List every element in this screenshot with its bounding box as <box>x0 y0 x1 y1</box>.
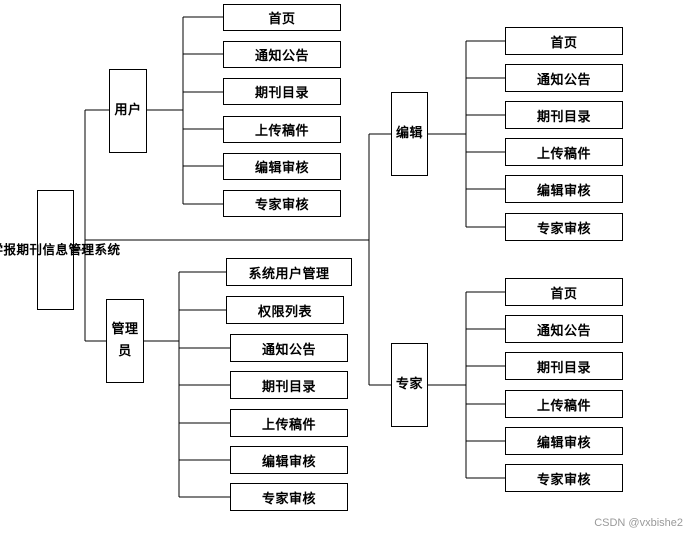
admin-item-user-mgmt: 系统用户管理 <box>226 258 352 286</box>
expert-item-notice: 通知公告 <box>505 315 623 343</box>
admin-item-notice: 通知公告 <box>230 334 348 362</box>
expert-item-upload: 上传稿件 <box>505 390 623 418</box>
admin-item-catalog: 期刊目录 <box>230 371 348 399</box>
root-node: 学报期刊信息管理系统 <box>0 190 120 310</box>
expert-item-catalog: 期刊目录 <box>505 352 623 380</box>
watermark: CSDN @vxbishe2 <box>594 517 683 529</box>
expert-item-home: 首页 <box>505 278 623 306</box>
user-item-catalog: 期刊目录 <box>223 78 341 105</box>
user-node: 用户 <box>109 69 147 153</box>
expert-node: 专家 <box>391 343 428 427</box>
editor-item-home: 首页 <box>505 27 623 55</box>
expert-item-editor-review: 编辑审核 <box>505 427 623 455</box>
admin-item-editor-review: 编辑审核 <box>230 446 348 474</box>
user-item-editor-review: 编辑审核 <box>223 153 341 180</box>
editor-item-notice: 通知公告 <box>505 64 623 92</box>
editor-item-catalog: 期刊目录 <box>505 101 623 129</box>
user-item-notice: 通知公告 <box>223 41 341 68</box>
admin-item-expert-review: 专家审核 <box>230 483 348 511</box>
editor-item-expert-review: 专家审核 <box>505 213 623 241</box>
admin-item-permissions: 权限列表 <box>226 296 344 324</box>
admin-item-upload: 上传稿件 <box>230 409 348 437</box>
user-item-upload: 上传稿件 <box>223 116 341 143</box>
admin-node: 管理员 <box>106 299 144 383</box>
editor-item-editor-review: 编辑审核 <box>505 175 623 203</box>
editor-item-upload: 上传稿件 <box>505 138 623 166</box>
user-item-home: 首页 <box>223 4 341 31</box>
editor-node: 编辑 <box>391 92 428 176</box>
user-item-expert-review: 专家审核 <box>223 190 341 217</box>
expert-item-expert-review: 专家审核 <box>505 464 623 492</box>
